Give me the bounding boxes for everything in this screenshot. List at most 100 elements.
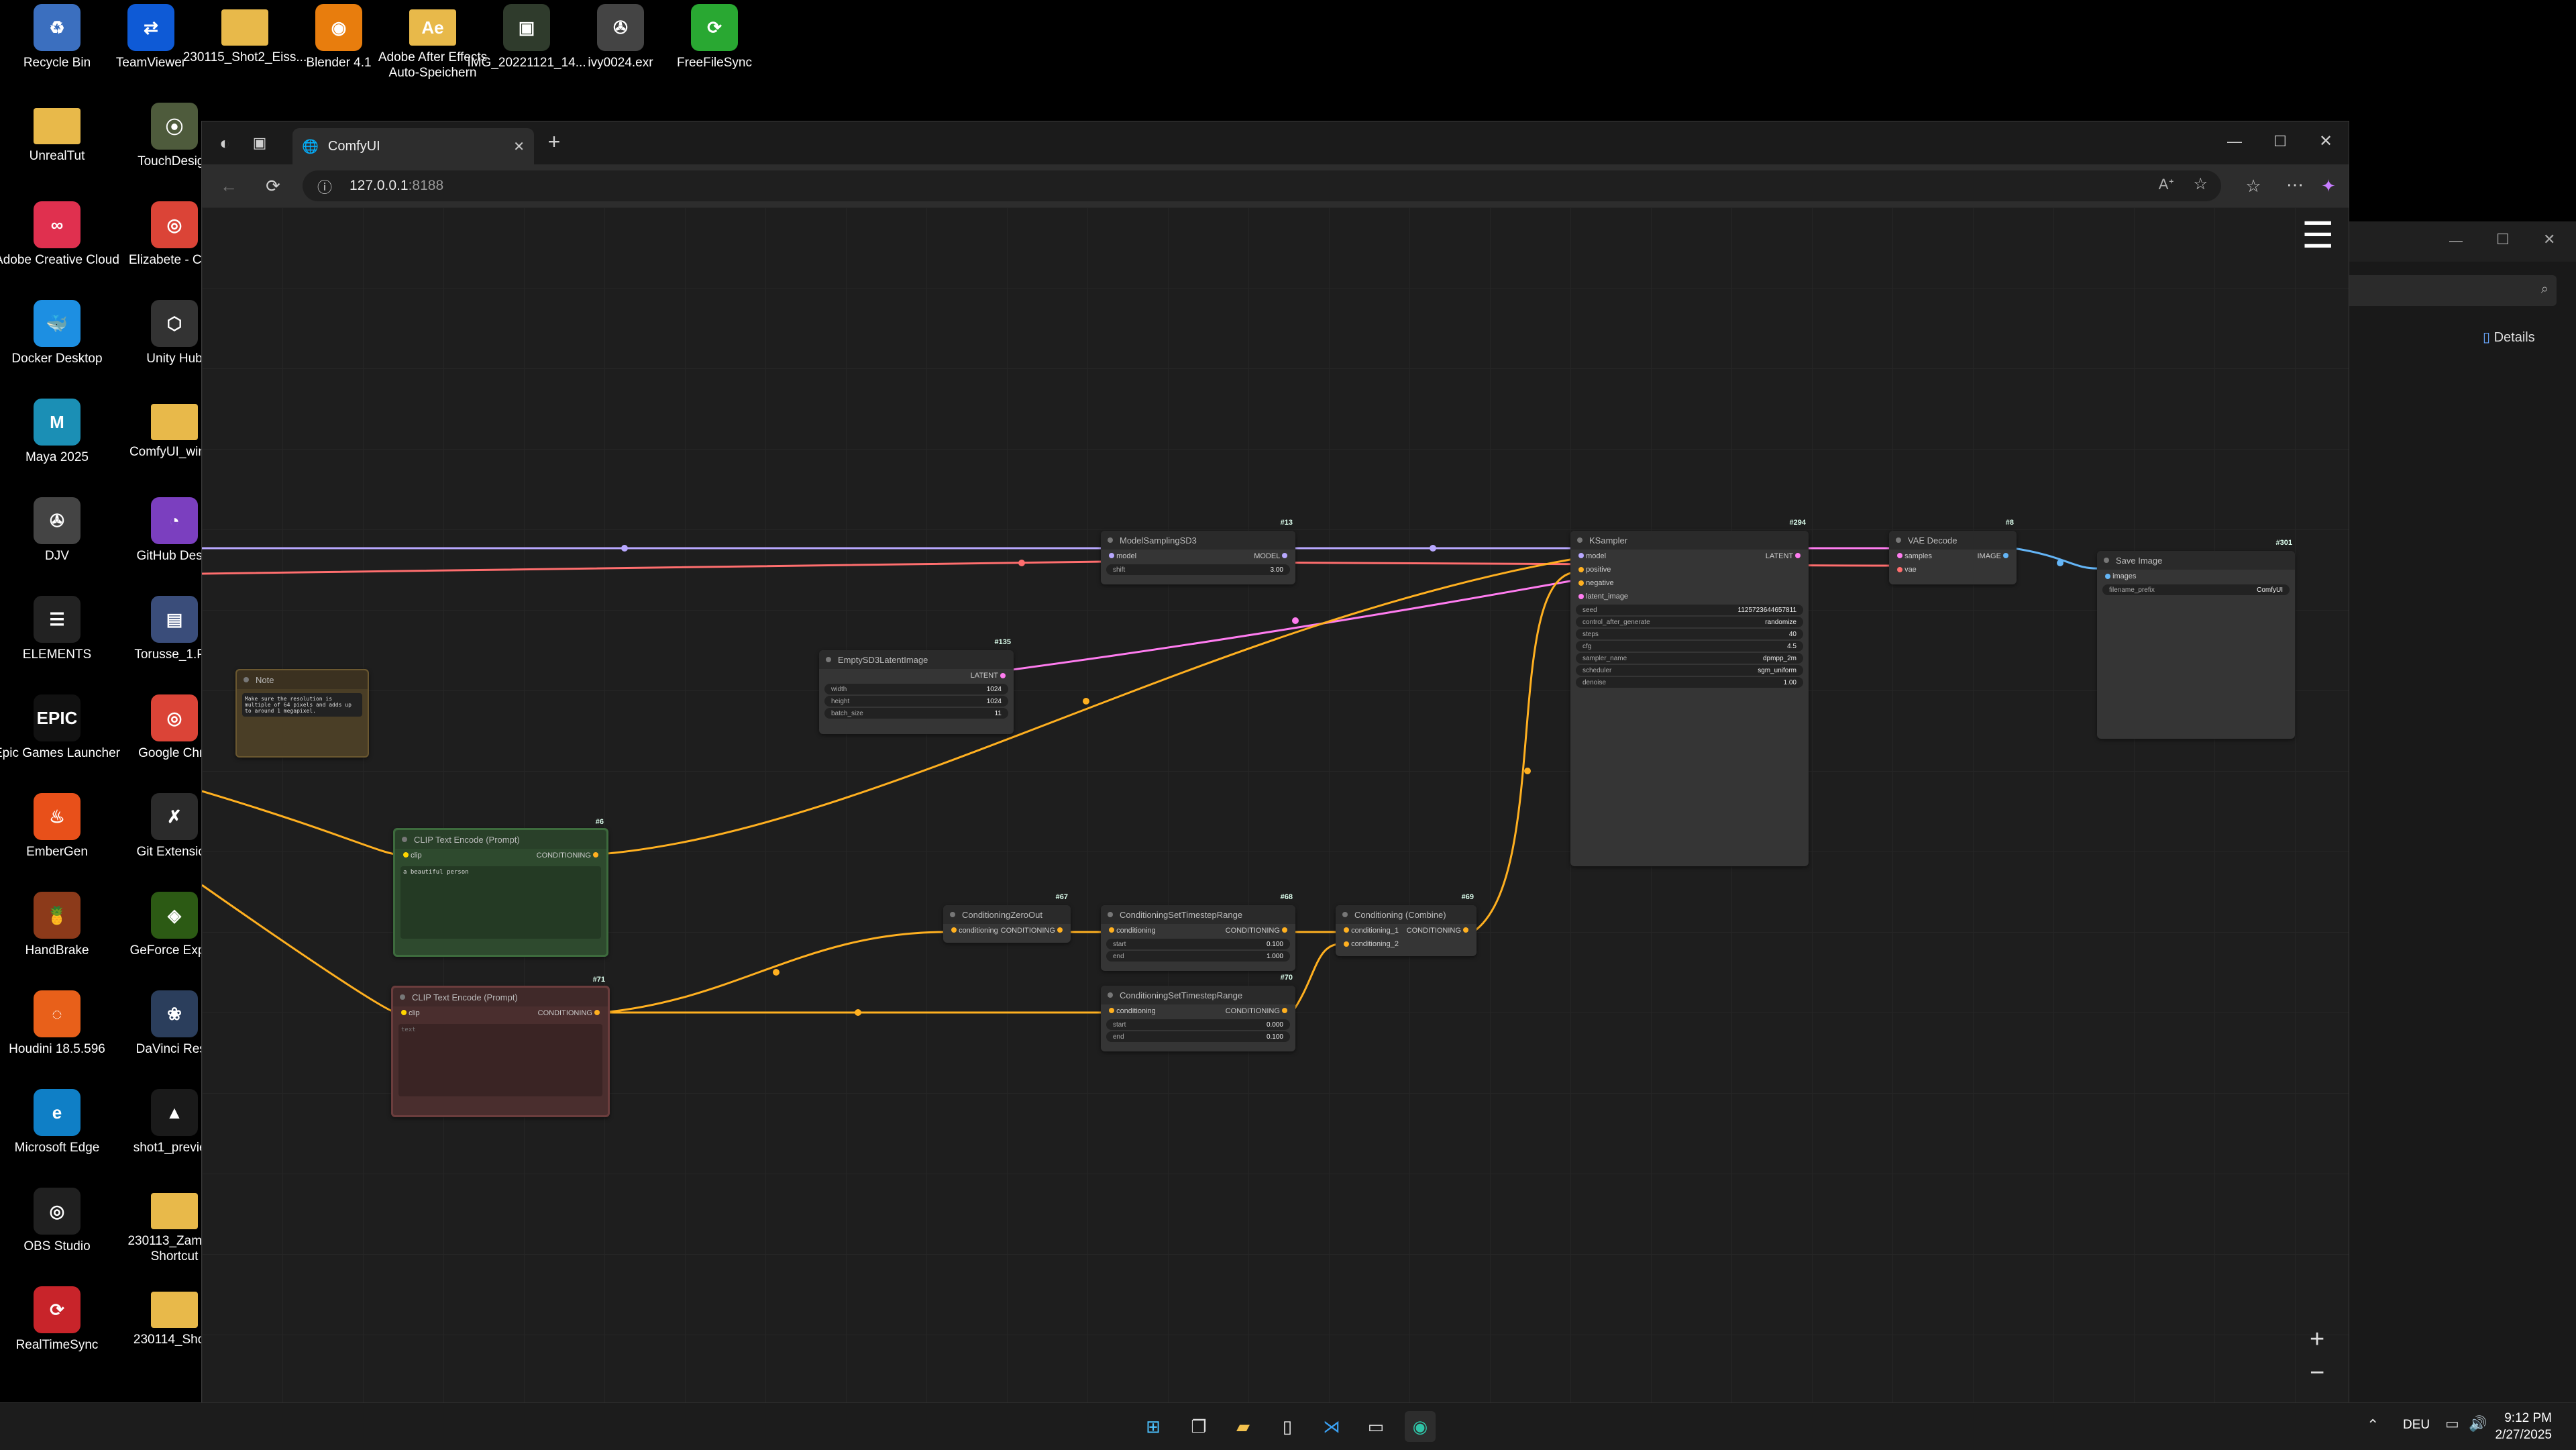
desktop-icon[interactable]: 🍍HandBrake: [7, 892, 107, 986]
collapse-dot-icon[interactable]: [1577, 537, 1582, 543]
desktop-icon[interactable]: ▤Torusse_1.PN: [124, 596, 225, 690]
desktop-icon[interactable]: ⇄TeamViewer: [101, 4, 201, 98]
vae-input-socket[interactable]: [1897, 567, 1902, 572]
maximize-icon[interactable]: ☐: [2273, 133, 2287, 150]
back-icon[interactable]: ←: [220, 176, 237, 196]
task-view-button[interactable]: ❐: [1191, 1416, 1207, 1437]
desktop-icon[interactable]: ComfyUI_windo: [124, 399, 225, 493]
refresh-icon[interactable]: ⟳: [266, 176, 280, 196]
maximize-icon[interactable]: ☐: [2496, 231, 2510, 248]
browser-window[interactable]: ◐ ▣ 🌐 ComfyUI ✕ + — ☐ ✕ ← ⟳ ⓘ 127.0.0.1:…: [201, 121, 2349, 1404]
collapse-dot-icon[interactable]: [1108, 912, 1113, 917]
collapse-dot-icon[interactable]: [2104, 558, 2109, 563]
close-icon[interactable]: ✕: [2543, 231, 2556, 248]
prompt-textarea[interactable]: a beautiful person: [400, 866, 601, 939]
profile-icon[interactable]: ◐: [219, 133, 230, 153]
network-icon[interactable]: ▭: [2445, 1415, 2459, 1432]
conditioning-input-socket[interactable]: [1109, 1008, 1114, 1013]
conditioning-input-socket[interactable]: [1109, 927, 1114, 933]
details-button[interactable]: ▯ Details: [2483, 329, 2535, 346]
collapse-dot-icon[interactable]: [1108, 992, 1113, 998]
node-title-bar[interactable]: ConditioningSetTimestepRange: [1101, 905, 1295, 924]
collapse-dot-icon[interactable]: [1342, 912, 1348, 917]
node-ksampler[interactable]: #294 KSampler model LATENT positive nega…: [1570, 519, 1809, 866]
desktop-icon[interactable]: ⟳FreeFileSync: [664, 4, 765, 98]
node-title-bar[interactable]: Save Image: [2097, 551, 2295, 570]
clip-input-socket[interactable]: [401, 1010, 407, 1015]
notepad-taskbar-icon[interactable]: ▯: [1282, 1416, 1293, 1437]
node-clip-text-encode-positive[interactable]: #6 CLIP Text Encode (Prompt) clip CONDIT…: [393, 818, 608, 957]
desktop-icon[interactable]: 230113_Zamor - Shortcut: [124, 1188, 225, 1282]
node-title-bar[interactable]: KSampler: [1570, 531, 1809, 550]
desktop-icon[interactable]: ◈GeForce Experi: [124, 892, 225, 986]
desktop-icon[interactable]: 230114_Shot3: [124, 1286, 225, 1380]
node-conditioningzeroout[interactable]: #67 ConditioningZeroOut conditioning CON…: [943, 893, 1071, 943]
zoom-out-button[interactable]: −: [2310, 1359, 2325, 1387]
note-text[interactable]: Make sure the resolution is multiple of …: [242, 693, 362, 717]
desktop-icon[interactable]: ⟳RealTimeSync: [7, 1286, 107, 1380]
edge-taskbar-icon[interactable]: ◉: [1405, 1411, 1436, 1442]
address-bar[interactable]: ⓘ 127.0.0.1:8188 Aᐩ ☆: [303, 170, 2221, 201]
read-aloud-icon[interactable]: Aᐩ: [2158, 176, 2174, 193]
tab-actions-icon[interactable]: ▣: [252, 134, 267, 151]
model-output-socket[interactable]: [1282, 553, 1287, 558]
desktop-icon[interactable]: ❀DaVinci Reso: [124, 990, 225, 1084]
node-note[interactable]: Note Make sure the resolution is multipl…: [235, 669, 369, 758]
desktop-icon[interactable]: ◉Blender 4.1: [288, 4, 389, 98]
node-conditioningsettimesteprange-1[interactable]: #68 ConditioningSetTimestepRange conditi…: [1101, 893, 1295, 971]
desktop-icon[interactable]: ☰ELEMENTS: [7, 596, 107, 690]
node-title-bar[interactable]: Note: [237, 670, 368, 689]
desktop-icon[interactable]: ⦿TouchDesign: [124, 103, 225, 197]
minimize-icon[interactable]: —: [2227, 133, 2242, 150]
more-options-icon[interactable]: ⋯: [2286, 174, 2304, 195]
collapse-dot-icon[interactable]: [400, 994, 405, 1000]
desktop-icon[interactable]: ▲shot1_preview: [124, 1089, 225, 1183]
desktop-icon[interactable]: ◎Elizabete - Chro: [124, 201, 225, 295]
node-title-bar[interactable]: ConditioningSetTimestepRange: [1101, 986, 1295, 1004]
desktop-icon[interactable]: ◌Houdini 18.5.596: [7, 990, 107, 1084]
desktop-icon[interactable]: ∞Adobe Creative Cloud: [0, 201, 119, 295]
latent-input-socket[interactable]: [1578, 594, 1584, 599]
conditioning-output-socket[interactable]: [1282, 1008, 1287, 1013]
desktop-icon[interactable]: ♻Recycle Bin: [7, 4, 107, 98]
desktop-icon[interactable]: 230115_Shot2_Eiss...: [183, 4, 307, 98]
conditioning-output-socket[interactable]: [1282, 927, 1287, 933]
desktop-icon[interactable]: UnrealTut: [7, 103, 107, 197]
conditioning-output-socket[interactable]: [593, 852, 598, 858]
image-output-socket[interactable]: [2003, 553, 2008, 558]
clip-input-socket[interactable]: [403, 852, 409, 858]
show-hidden-icons-icon[interactable]: ⌃: [2367, 1416, 2379, 1433]
copilot-icon[interactable]: ✦: [2321, 176, 2336, 196]
input-language[interactable]: DEU: [2403, 1418, 2430, 1432]
node-title-bar[interactable]: CLIP Text Encode (Prompt): [395, 830, 606, 849]
vscode-taskbar-icon[interactable]: ⋊: [1323, 1416, 1340, 1437]
node-vae-decode[interactable]: #8 VAE Decode samples IMAGE vae: [1889, 519, 2017, 584]
samples-input-socket[interactable]: [1897, 553, 1902, 558]
conditioning-output-socket[interactable]: [1057, 927, 1063, 933]
desktop-icon[interactable]: ⬡Unity Hub: [124, 300, 225, 394]
desktop-icon[interactable]: ♨EmberGen: [7, 793, 107, 887]
desktop-icon[interactable]: ◔GitHub Deskt: [124, 497, 225, 591]
new-tab-button[interactable]: +: [547, 130, 561, 154]
node-title-bar[interactable]: ConditioningZeroOut: [943, 905, 1071, 924]
desktop-icon[interactable]: 🐳Docker Desktop: [7, 300, 107, 394]
volume-icon[interactable]: 🔊: [2469, 1415, 2487, 1432]
collapse-dot-icon[interactable]: [1108, 537, 1113, 543]
tab-comfyui[interactable]: 🌐 ComfyUI ✕: [292, 128, 534, 164]
